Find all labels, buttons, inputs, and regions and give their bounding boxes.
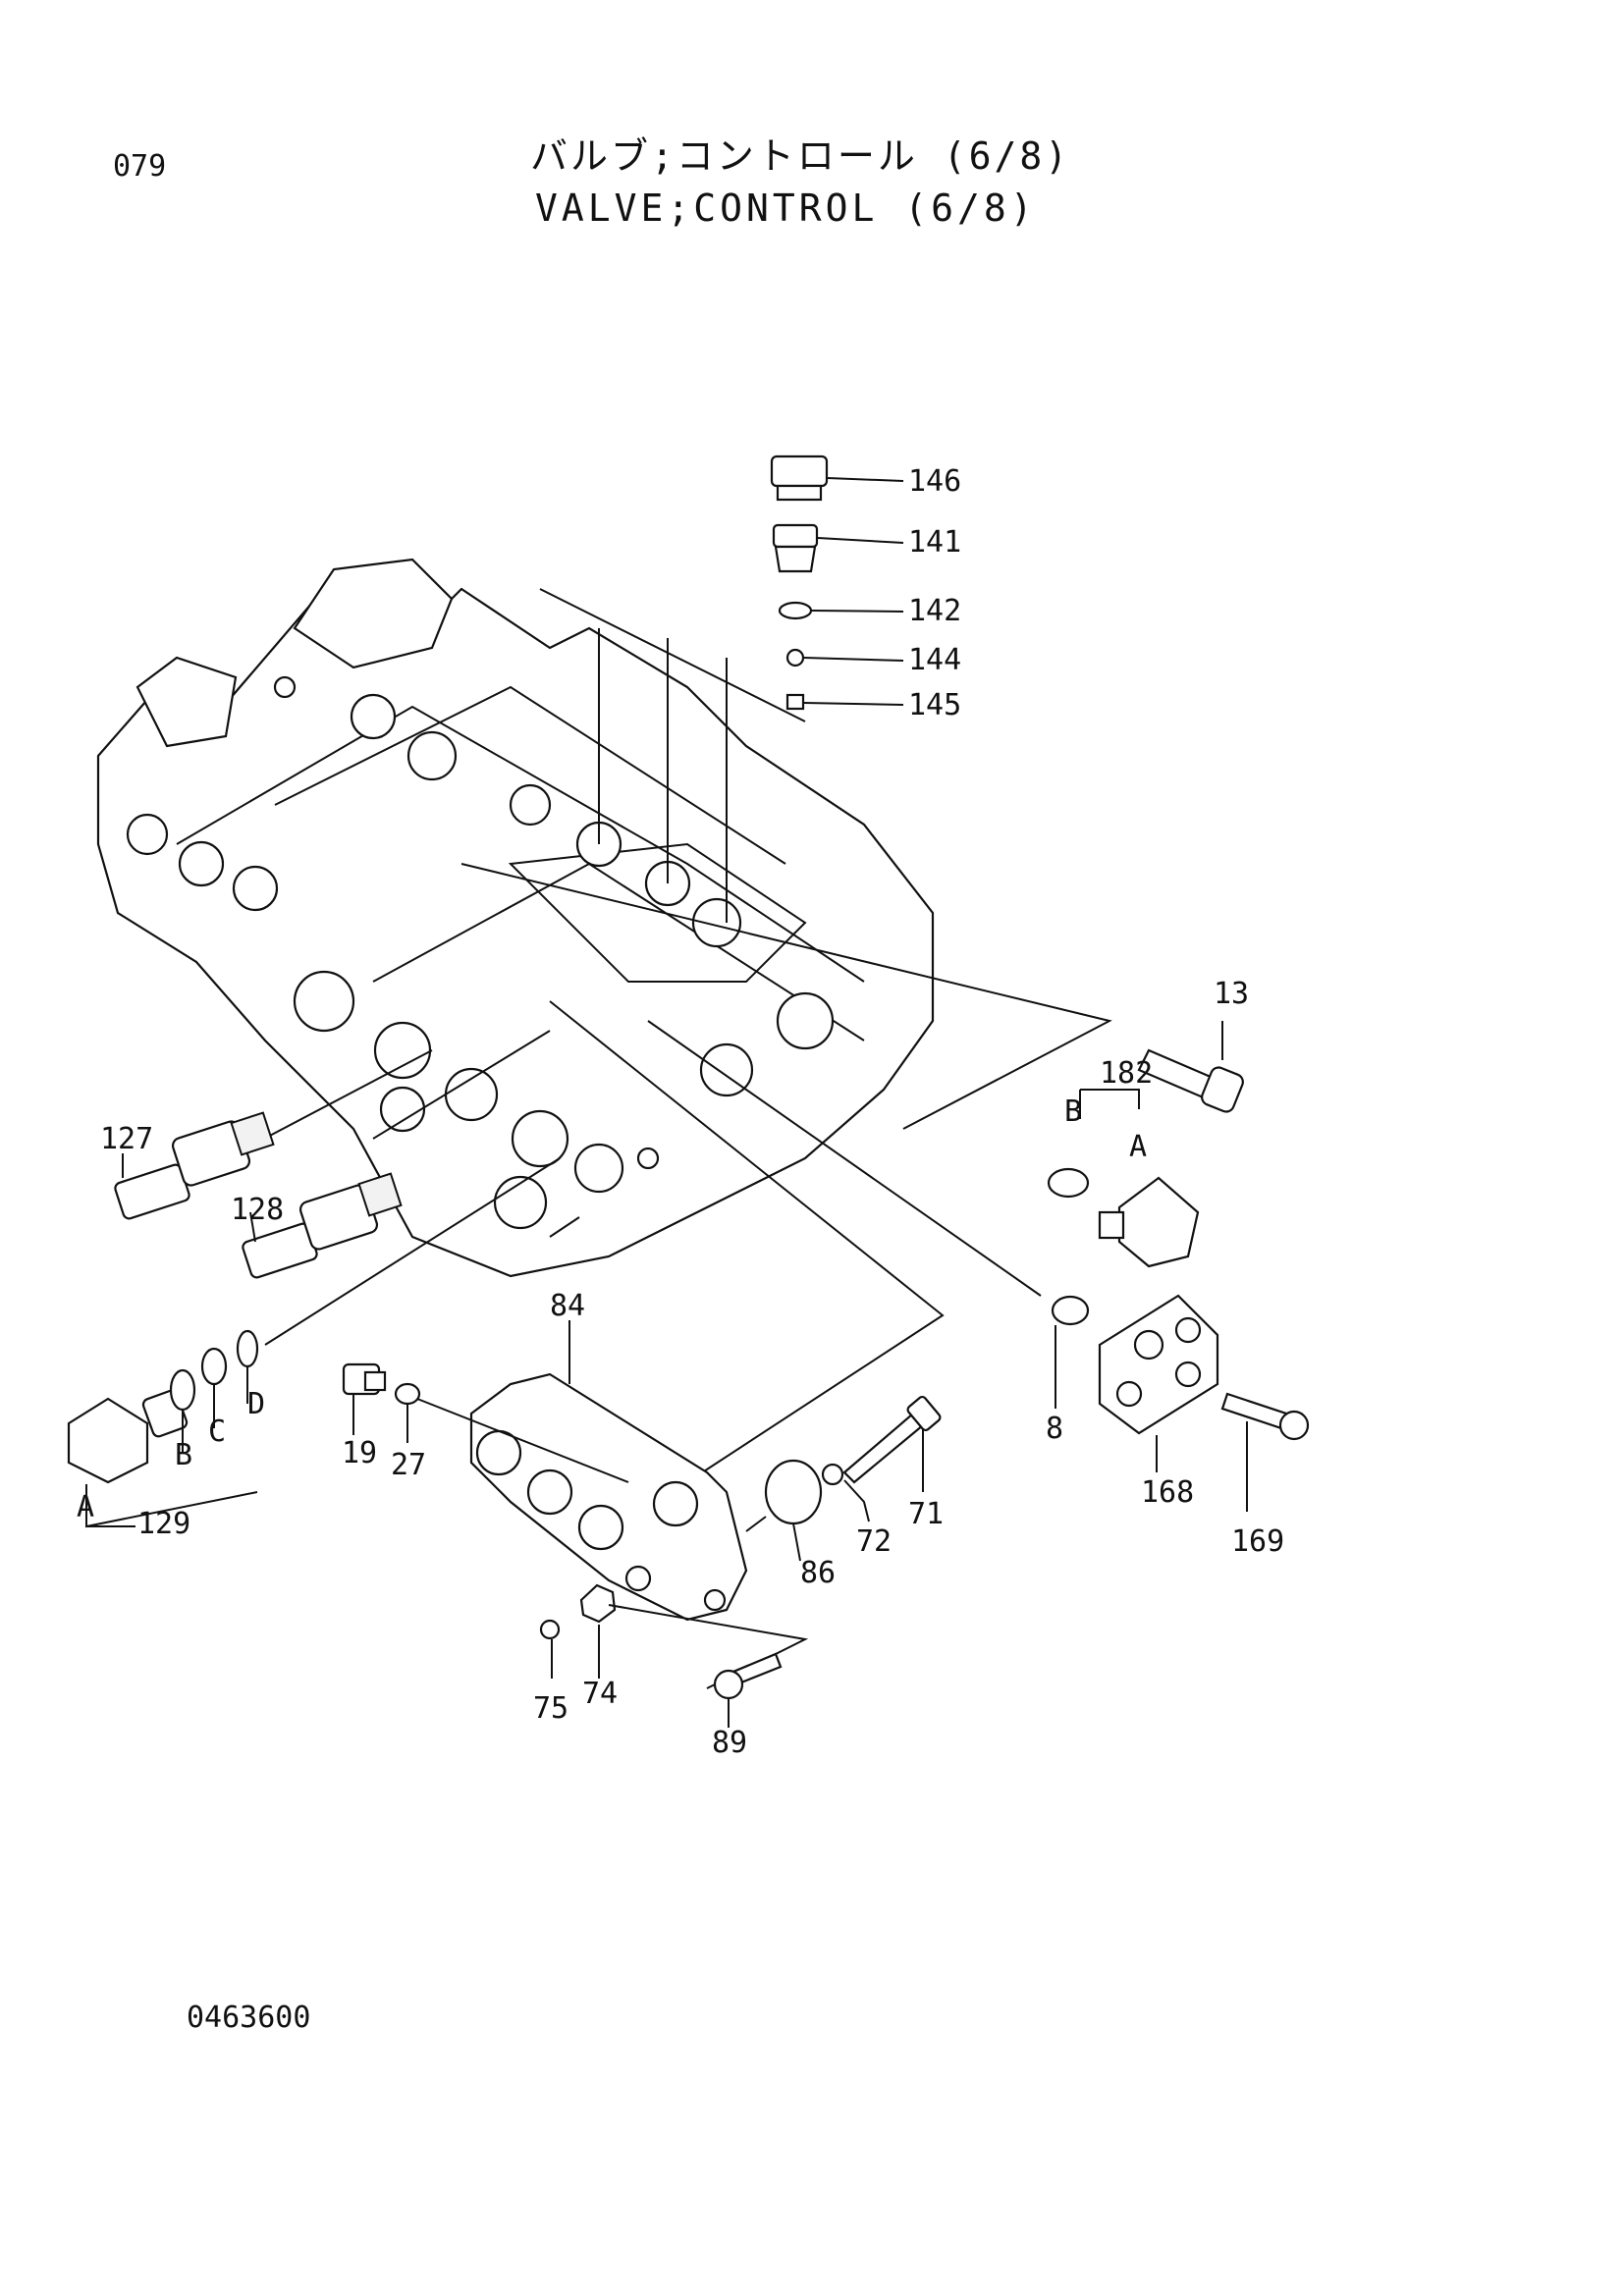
callout-129-a: A: [77, 1490, 94, 1524]
callout-141: 141: [908, 525, 961, 560]
plug-19: [342, 1362, 387, 1396]
o-ring-72: [821, 1463, 844, 1486]
callout-27: 27: [391, 1448, 426, 1482]
bolt-169: [1220, 1392, 1310, 1441]
backup-ring-129c: [200, 1347, 228, 1386]
callout-8: 8: [1046, 1412, 1063, 1446]
callout-13: 13: [1214, 977, 1249, 1011]
flange-168: [1098, 1294, 1219, 1435]
o-ring-27: [394, 1382, 421, 1406]
o-ring-142: [778, 601, 813, 620]
o-ring-86: [764, 1459, 823, 1525]
callout-129-c: C: [208, 1415, 226, 1449]
o-ring-129d: [236, 1329, 259, 1368]
callout-127: 127: [100, 1122, 153, 1156]
callout-84: 84: [550, 1289, 585, 1323]
o-ring-129b: [169, 1368, 196, 1412]
callout-168: 168: [1141, 1475, 1194, 1510]
callout-145: 145: [908, 688, 961, 722]
poppet-141: [772, 523, 819, 573]
valve-body: [96, 558, 935, 1278]
callout-19: 19: [342, 1436, 377, 1470]
relief-valve-127: [114, 1111, 275, 1220]
drawing-code: 0463600: [187, 2001, 311, 2035]
callout-75: 75: [533, 1691, 568, 1726]
washer-75: [539, 1619, 561, 1640]
callout-182-b: B: [1064, 1095, 1082, 1129]
callout-182: 182: [1100, 1056, 1153, 1091]
seat-145: [785, 693, 805, 711]
callout-144: 144: [908, 643, 961, 677]
bolt-71: [842, 1395, 942, 1484]
o-ring-8: [1051, 1295, 1090, 1326]
callout-169: 169: [1231, 1524, 1284, 1559]
callout-128: 128: [231, 1193, 284, 1227]
callout-89: 89: [712, 1726, 747, 1760]
ball-144: [785, 648, 805, 667]
callout-86: 86: [800, 1556, 836, 1590]
page-title: VALVE;CONTROL (6/8): [535, 187, 1037, 230]
callout-71: 71: [908, 1497, 944, 1531]
callout-142: 142: [908, 594, 961, 628]
callout-74: 74: [582, 1677, 618, 1711]
callout-129: 129: [137, 1507, 190, 1541]
callout-146: 146: [908, 464, 961, 499]
nut-74: [579, 1583, 617, 1624]
callout-129-d: D: [247, 1387, 265, 1421]
relief-valve-128: [242, 1172, 403, 1279]
bolt-89: [713, 1652, 783, 1700]
plug-146: [770, 454, 829, 502]
plug-129: [67, 1389, 189, 1484]
callout-129-b: B: [175, 1438, 192, 1472]
bolt-13: [1137, 1048, 1244, 1113]
callout-182-a: A: [1129, 1130, 1147, 1164]
plug-182: [1098, 1176, 1200, 1268]
page-number: 079: [113, 149, 167, 184]
callout-72: 72: [856, 1524, 892, 1559]
title-japanese: バルブ;コントロール (6/8): [530, 134, 1071, 178]
block-84: [469, 1372, 748, 1622]
o-ring-182b: [1047, 1167, 1090, 1199]
